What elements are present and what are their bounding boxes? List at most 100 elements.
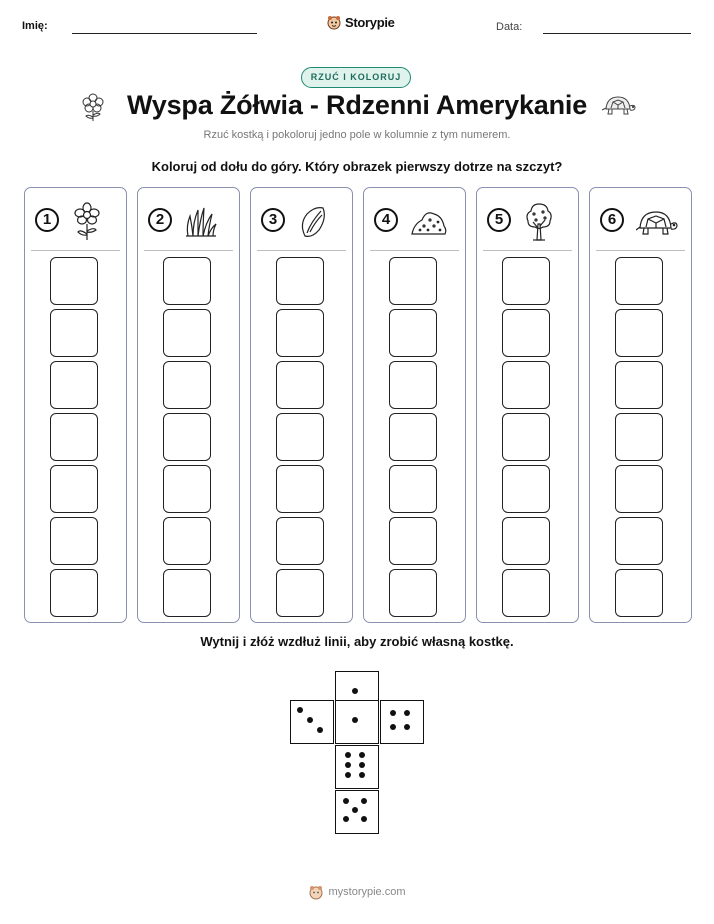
column-divider (596, 250, 685, 251)
column-number: 2 (148, 208, 172, 232)
color-box[interactable] (276, 309, 324, 357)
color-box[interactable] (50, 465, 98, 513)
column-6: 6 (589, 187, 692, 623)
grass-icon (186, 207, 217, 237)
color-box[interactable] (163, 517, 211, 565)
die-pip (361, 798, 367, 804)
color-box[interactable] (276, 361, 324, 409)
color-box[interactable] (502, 309, 550, 357)
die-pip (307, 717, 313, 723)
brand-logo: Storypie (326, 14, 395, 30)
color-box[interactable] (50, 257, 98, 305)
color-box[interactable] (50, 413, 98, 461)
column-3: 3 (250, 187, 353, 623)
die-pip (361, 816, 367, 822)
color-box[interactable] (389, 569, 437, 617)
storypie-mascot-icon (309, 886, 323, 900)
column-divider (370, 250, 459, 251)
footer: mystorypie.com (0, 884, 714, 900)
die-pip (343, 798, 349, 804)
color-box[interactable] (502, 569, 550, 617)
activity-badge: RZUĆ I KOLORUJ (301, 67, 411, 88)
column-divider (144, 250, 233, 251)
die-pip (352, 688, 358, 694)
color-box[interactable] (389, 413, 437, 461)
turtle-icon (636, 211, 678, 235)
die-pip (345, 752, 351, 758)
footer-url: mystorypie.com (328, 886, 406, 898)
color-box[interactable] (276, 465, 324, 513)
color-box[interactable] (615, 257, 663, 305)
die-pip (297, 707, 303, 713)
color-box[interactable] (615, 309, 663, 357)
color-box[interactable] (615, 569, 663, 617)
color-box[interactable] (163, 309, 211, 357)
color-box[interactable] (502, 517, 550, 565)
die-pip (345, 772, 351, 778)
die-pip (343, 816, 349, 822)
die-pip (352, 807, 358, 813)
page-title: Wyspa Żółwia - Rdzenni Amerykanie (126, 90, 588, 120)
color-box[interactable] (276, 257, 324, 305)
name-field-line[interactable] (72, 33, 257, 34)
color-box[interactable] (502, 465, 550, 513)
header: Imię: Storypie Data: (0, 10, 714, 40)
cut-instruction: Wytnij i złóż wzdłuż linii, aby zrobić w… (200, 634, 514, 649)
column-2: 2 (137, 187, 240, 623)
color-box[interactable] (276, 517, 324, 565)
color-box[interactable] (615, 361, 663, 409)
die-pip (359, 752, 365, 758)
color-box[interactable] (615, 517, 663, 565)
column-number: 1 (35, 208, 59, 232)
column-number: 5 (487, 208, 511, 232)
instruction-text: Koloruj od dołu do góry. Który obrazek p… (151, 159, 563, 174)
die-face-bottom (335, 790, 379, 834)
color-box[interactable] (502, 257, 550, 305)
column-5: 5 (476, 187, 579, 623)
die-pip (404, 710, 410, 716)
color-box[interactable] (276, 413, 324, 461)
color-box[interactable] (163, 465, 211, 513)
date-label: Data: (496, 21, 523, 33)
column-divider (483, 250, 572, 251)
die-net (290, 671, 425, 836)
name-label: Imię: (22, 20, 48, 32)
die-pip (317, 727, 323, 733)
die-face-right (380, 700, 424, 744)
turtle-icon (601, 96, 636, 115)
storypie-mascot-icon (327, 16, 341, 30)
color-box[interactable] (276, 569, 324, 617)
color-box[interactable] (50, 517, 98, 565)
color-box[interactable] (389, 361, 437, 409)
color-box[interactable] (389, 257, 437, 305)
brand-name: Storypie (345, 14, 395, 30)
color-box[interactable] (389, 309, 437, 357)
color-box[interactable] (502, 413, 550, 461)
color-box[interactable] (163, 569, 211, 617)
column-divider (257, 250, 346, 251)
color-box[interactable] (163, 413, 211, 461)
color-box[interactable] (389, 465, 437, 513)
color-box[interactable] (50, 569, 98, 617)
color-box[interactable] (50, 309, 98, 357)
color-box[interactable] (615, 465, 663, 513)
color-box[interactable] (615, 413, 663, 461)
color-box[interactable] (50, 361, 98, 409)
color-box[interactable] (389, 517, 437, 565)
column-number: 6 (600, 208, 624, 232)
die-pip (404, 724, 410, 730)
date-field-line[interactable] (543, 33, 691, 34)
flower-icon (74, 202, 100, 240)
die-pip (390, 724, 396, 730)
color-box[interactable] (502, 361, 550, 409)
column-divider (31, 250, 120, 251)
rock-pile-icon (411, 212, 447, 235)
die-pip (359, 762, 365, 768)
column-number: 4 (374, 208, 398, 232)
die-face-left (290, 700, 334, 744)
color-box[interactable] (163, 361, 211, 409)
column-1: 1 (24, 187, 127, 623)
die-pip (390, 710, 396, 716)
color-box[interactable] (163, 257, 211, 305)
seed-icon (301, 207, 325, 237)
